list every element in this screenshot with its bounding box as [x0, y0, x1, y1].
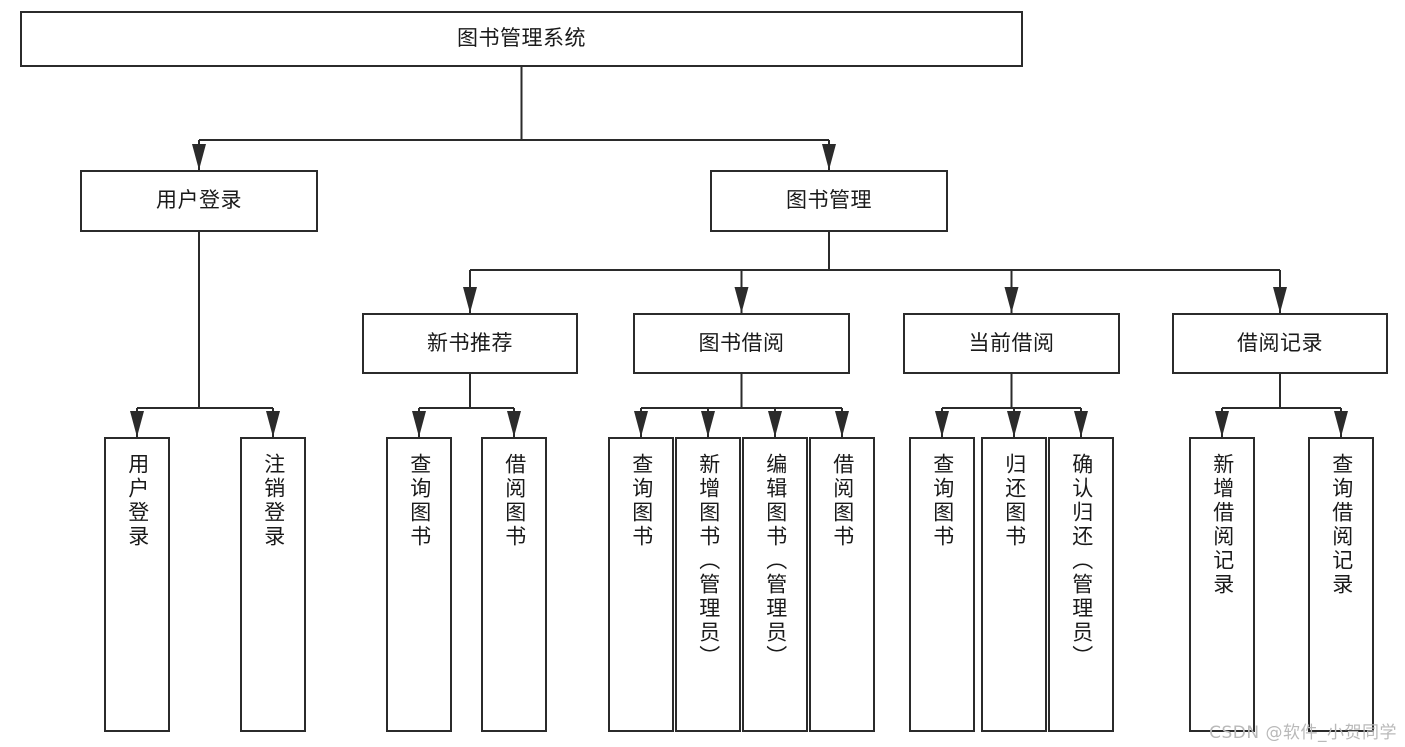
node-label: 确认归还（管理员）	[1069, 453, 1094, 669]
connector-arrowhead	[768, 411, 782, 437]
connector-arrowhead	[734, 287, 749, 313]
connector-arrowhead	[935, 411, 949, 437]
node-leaf5[interactable]: 查询图书	[608, 437, 674, 732]
connector-arrowhead	[1215, 411, 1229, 437]
node-label: 新书推荐	[427, 330, 513, 355]
node-leaf2[interactable]: 注销登录	[240, 437, 306, 732]
connector-arrowhead	[412, 411, 426, 437]
connector-arrowhead	[1334, 411, 1348, 437]
node-l2c[interactable]: 当前借阅	[903, 313, 1120, 374]
node-leaf9[interactable]: 查询图书	[909, 437, 975, 732]
node-label: 图书借阅	[698, 330, 785, 355]
node-label: 查询图书	[407, 453, 432, 549]
node-label: 借阅图书	[502, 453, 527, 549]
node-l2a[interactable]: 新书推荐	[362, 313, 578, 374]
node-label: 图书管理系统	[457, 26, 586, 51]
node-label: 查询图书	[629, 453, 654, 549]
connector-arrowhead	[463, 287, 477, 313]
connector-arrowhead	[835, 411, 849, 437]
node-root[interactable]: 图书管理系统	[20, 11, 1023, 67]
connector-arrowhead	[192, 144, 206, 170]
node-label: 归还图书	[1002, 453, 1027, 549]
node-label: 图书管理	[786, 188, 872, 213]
node-l1b[interactable]: 图书管理	[710, 170, 948, 232]
node-label: 新增图书（管理员）	[696, 453, 721, 669]
node-leaf3[interactable]: 查询图书	[386, 437, 452, 732]
node-l2d[interactable]: 借阅记录	[1172, 313, 1388, 374]
node-leaf10[interactable]: 归还图书	[981, 437, 1047, 732]
connector-arrowhead	[1074, 411, 1088, 437]
connector-arrowhead	[701, 411, 715, 437]
connector-arrowhead	[1007, 411, 1021, 437]
node-leaf12[interactable]: 新增借阅记录	[1189, 437, 1255, 732]
connector-arrowhead	[507, 411, 521, 437]
node-leaf4[interactable]: 借阅图书	[481, 437, 547, 732]
node-label: 用户登录	[125, 453, 150, 549]
connector-arrowhead	[822, 144, 836, 170]
node-label: 查询借阅记录	[1329, 453, 1354, 597]
connector-arrowhead	[1273, 287, 1287, 313]
node-label: 当前借阅	[968, 330, 1055, 355]
node-label: 用户登录	[156, 188, 242, 213]
node-l2b[interactable]: 图书借阅	[633, 313, 850, 374]
node-label: 编辑图书（管理员）	[763, 453, 788, 669]
node-leaf11[interactable]: 确认归还（管理员）	[1048, 437, 1114, 732]
node-label: 借阅记录	[1237, 330, 1323, 355]
node-l1a[interactable]: 用户登录	[80, 170, 318, 232]
node-label: 新增借阅记录	[1210, 453, 1235, 597]
node-leaf1[interactable]: 用户登录	[104, 437, 170, 732]
node-leaf7[interactable]: 编辑图书（管理员）	[742, 437, 808, 732]
node-label: 注销登录	[261, 453, 286, 549]
connector-arrowhead	[1004, 287, 1019, 313]
node-leaf13[interactable]: 查询借阅记录	[1308, 437, 1374, 732]
node-leaf6[interactable]: 新增图书（管理员）	[675, 437, 741, 732]
connector-arrowhead	[634, 411, 648, 437]
node-label: 查询图书	[930, 453, 955, 549]
node-label: 借阅图书	[830, 453, 855, 549]
node-leaf8[interactable]: 借阅图书	[809, 437, 875, 732]
connector-arrowhead	[130, 411, 144, 437]
connector-arrowhead	[266, 411, 280, 437]
